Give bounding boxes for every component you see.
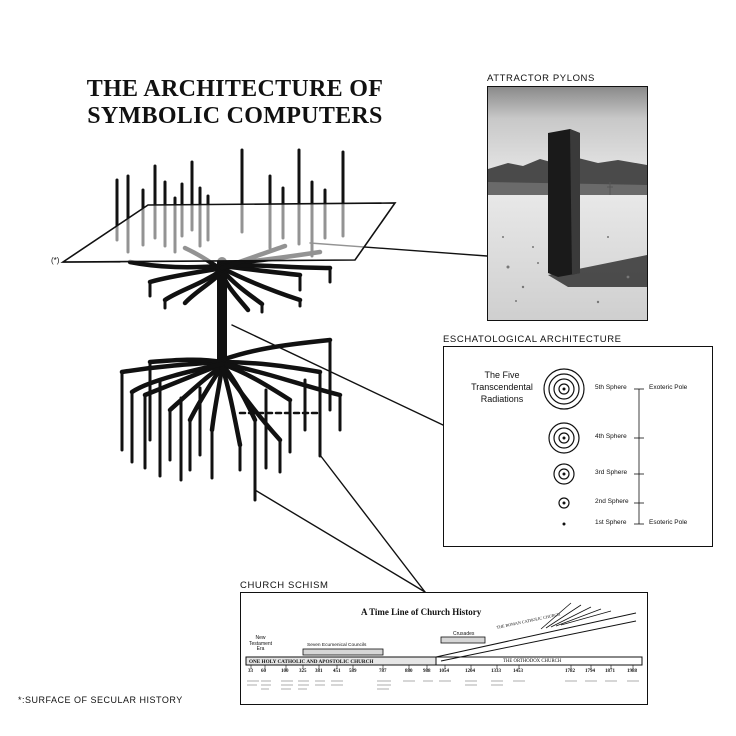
new-testament-era: New Testament Era: [249, 635, 273, 653]
sphere-diagram: [543, 368, 644, 526]
church-timeline-graphic: [245, 602, 643, 690]
page-title: THE ARCHITECTURE OF SYMBOLIC COMPUTERS: [60, 76, 410, 130]
radiations-heading-line-3: Radiations: [480, 394, 524, 404]
year-label: 988: [423, 669, 431, 674]
year-label: 451: [333, 669, 341, 674]
esoteric-pole-label: Esoteric Pole: [649, 519, 688, 526]
eschatological-panel-label: ESCHATOLOGICAL ARCHITECTURE: [443, 334, 622, 345]
year-label: 1054: [439, 669, 449, 674]
exoteric-pole-label: Exoteric Pole: [649, 384, 688, 391]
radiations-heading-line-2: Transcendental: [471, 382, 533, 392]
sphere-label-5: 5th Sphere: [595, 384, 627, 391]
title-line-1: THE ARCHITECTURE OF: [86, 76, 384, 102]
year-label: 589: [349, 669, 357, 674]
new-testament-era-line-1: New: [255, 635, 266, 641]
sphere-label-2: 2nd Sphere: [595, 498, 629, 505]
new-testament-era-line-2: Testament: [249, 640, 273, 647]
title-line-2: SYMBOLIC COMPUTERS: [87, 103, 383, 129]
year-label: 1204: [465, 669, 475, 674]
secular-history-plane: [60, 202, 397, 263]
year-label: 1988: [627, 669, 637, 674]
councils-label: Seven Ecumenical Councils: [307, 643, 367, 648]
new-testament-era-line-3: Era: [256, 646, 265, 652]
surface-marker: (*): [51, 256, 60, 265]
year-label: 880: [405, 669, 413, 674]
radiations-heading: The Five Transcendental Radiations: [452, 369, 552, 405]
year-label: 1782: [565, 669, 575, 674]
radiations-heading-line-1: The Five: [484, 370, 520, 380]
year-label: 1333: [491, 669, 501, 674]
year-label: 381: [315, 669, 323, 674]
year-label: 1871: [605, 669, 615, 674]
year-label: 1453: [513, 669, 523, 674]
timeline-years: 33 60 100 325 381 451 589 787 880 988 10…: [241, 669, 647, 677]
sphere-label-3: 3rd Sphere: [595, 469, 628, 476]
year-label: 787: [379, 669, 387, 674]
sphere-label-1: 1st Sphere: [595, 519, 627, 526]
year-label: 33: [248, 669, 253, 674]
church-timeline-panel: A Time Line of Church History: [240, 592, 648, 705]
connector-church-2: [319, 454, 426, 593]
church-panel-label: CHURCH SCHISM: [240, 580, 329, 591]
church-timeline-title: A Time Line of Church History: [361, 607, 482, 617]
attractor-panel-label: ATTRACTOR PYLONS: [487, 73, 595, 84]
year-label: 1794: [585, 669, 595, 674]
attractor-pylon-photo: [487, 86, 648, 321]
year-label: 325: [299, 669, 307, 674]
footnote: *:SURFACE OF SECULAR HISTORY: [18, 695, 183, 705]
connector-church-1: [254, 489, 426, 593]
sphere-label-4: 4th Sphere: [595, 433, 627, 440]
eschatological-panel: The Five Transcendental Radiations 5th S…: [443, 346, 713, 547]
connector-eschatological: [231, 324, 444, 426]
year-label: 100: [281, 669, 289, 674]
orthodox-church-label: THE ORTHODOX CHURCH: [503, 658, 562, 664]
year-label: 60: [261, 669, 266, 674]
crusades-label: Crusades: [453, 631, 475, 637]
one-holy-church-label: ONE HOLY CATHOLIC AND APOSTOLIC CHURCH: [249, 658, 374, 665]
